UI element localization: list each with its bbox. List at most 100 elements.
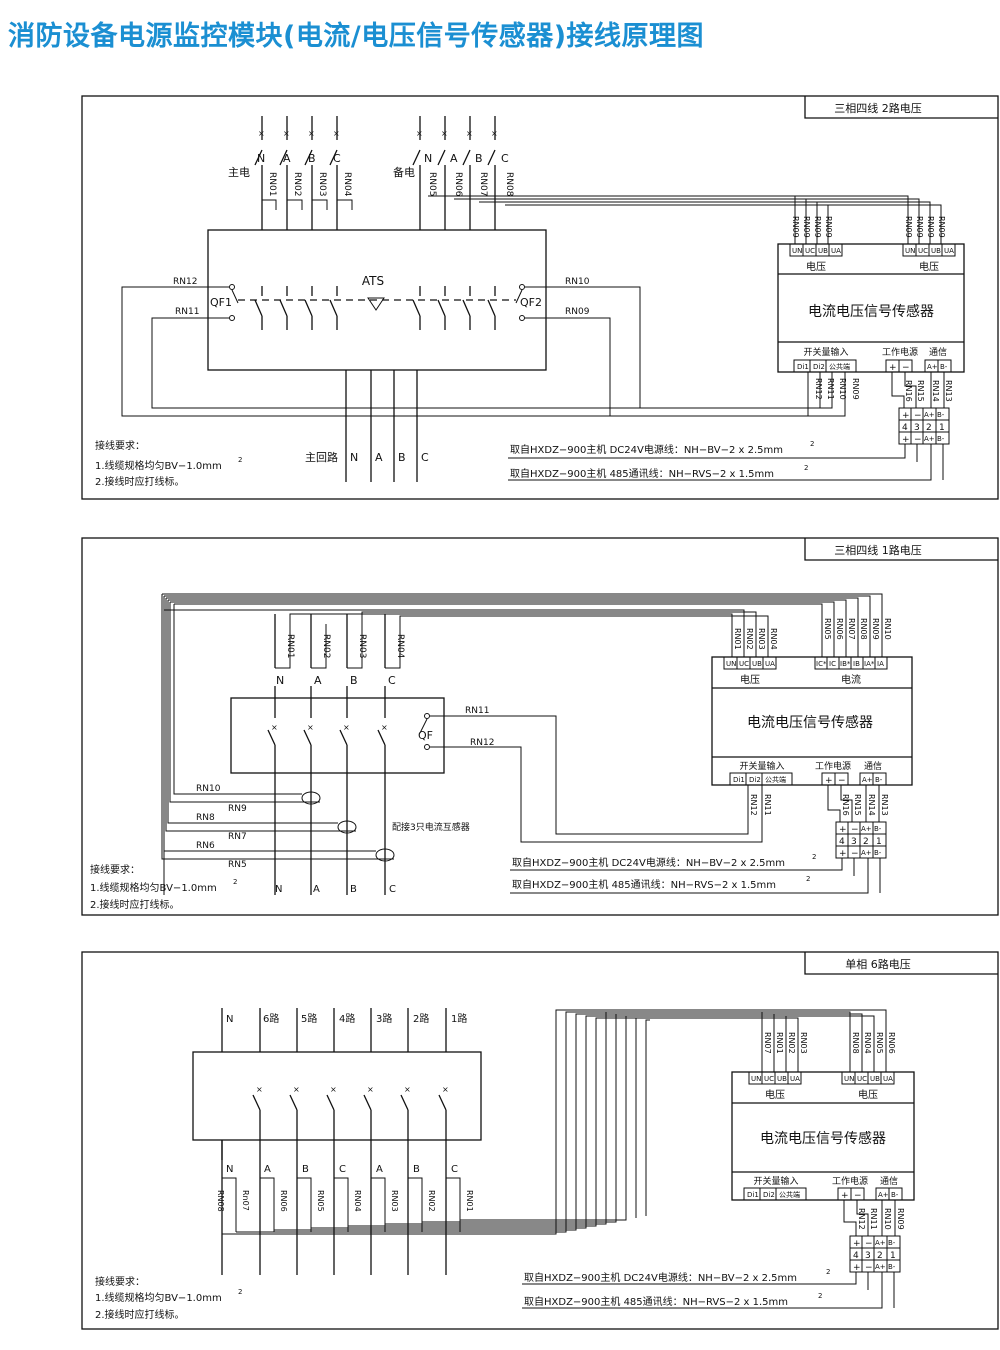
diagram-label: +	[853, 1239, 861, 1249]
diagram-label: RN01	[775, 1032, 784, 1054]
diagram-shape	[711, 656, 913, 786]
diagram-label: UC	[764, 1075, 774, 1083]
diagram-label: RN01	[285, 634, 295, 658]
wire-line	[163, 595, 871, 852]
diagram-label: RN10	[838, 378, 847, 400]
diagram-label: Di2	[813, 363, 825, 371]
wire-line	[161, 593, 883, 860]
wire-line	[915, 244, 943, 256]
wire-line	[274, 1013, 775, 1231]
diagram-label: RN10	[196, 784, 221, 794]
diagram-label: 开关量输入	[739, 760, 784, 772]
wire-line	[274, 773, 386, 895]
diagram-label: B-	[937, 411, 945, 419]
diagram-label: −	[914, 435, 922, 445]
diagram-label: 1.线缆规格均匀BV−1.0mm	[95, 459, 222, 472]
wire-line	[843, 1200, 896, 1236]
diagram-label: 1	[876, 837, 882, 847]
terminal-block-3: + − A+ B- 4 3 2 1 + − A+ B-	[849, 1235, 901, 1273]
diagram-label: 取自HXDZ−900主机 DC24V电源线：NH−BV−2 x 2.5mm	[524, 1271, 797, 1284]
diagram-label: UN	[792, 247, 802, 255]
diagram-label: B-	[888, 1239, 896, 1247]
diagram-label: RN02	[427, 1190, 436, 1212]
wire-line	[645, 1019, 650, 1216]
wire-line	[731, 626, 883, 657]
diagram-label: B	[350, 674, 358, 687]
wire-line	[804, 96, 998, 119]
diagram-label: A	[375, 451, 383, 464]
diagram-label: −	[902, 363, 910, 373]
wire-line	[437, 116, 446, 230]
diagram-label: B-	[874, 849, 882, 857]
wire-line	[419, 718, 428, 734]
diagram-label: RN10	[883, 1208, 892, 1230]
diagram-label: 4路	[339, 1012, 355, 1025]
wire-line	[745, 773, 763, 785]
diagram-label: UN	[905, 247, 915, 255]
diagram-label: ×	[441, 129, 448, 138]
diagram-2way-voltage: 三相四线 2路电压 × × × × 主电 N A B C RN01 RN02 R…	[81, 95, 999, 500]
wire-line	[304, 286, 313, 330]
diagram-label: UB	[931, 247, 941, 255]
diagram-label: ×	[442, 1085, 449, 1094]
diagram-label: ×	[381, 723, 388, 732]
diagram-label: QF	[418, 729, 433, 742]
wire-line	[437, 286, 446, 330]
diagram-label: RN05	[316, 1190, 325, 1212]
diagram-label: RN12	[749, 794, 758, 816]
diagram-shape	[375, 848, 395, 862]
diagram-label: RN03	[390, 1190, 399, 1212]
wire-line	[422, 1013, 863, 1223]
diagram-label: N	[275, 884, 282, 895]
diagram-label: ×	[271, 723, 278, 732]
diagram-label: RN08	[851, 1032, 860, 1054]
wire-line	[487, 116, 496, 230]
wire-line	[778, 273, 964, 343]
diagram-label: 取自HXDZ−900主机 485通讯线：NH−RVS−2 x 1.5mm	[512, 878, 776, 891]
diagram-label: RN08	[504, 172, 514, 197]
wire-line	[348, 1017, 799, 1227]
diagram-label: 通信	[880, 1175, 898, 1187]
diagram-label: N	[276, 674, 284, 687]
wire-line	[515, 289, 523, 304]
diagram-label: A+	[862, 776, 873, 784]
wire-line	[817, 201, 931, 215]
diagram-label: RN9	[228, 804, 247, 814]
diagram-label: UA	[765, 660, 775, 668]
wire-line	[173, 603, 823, 795]
wire-line	[460, 1015, 875, 1221]
diagram-label: RN03	[757, 628, 766, 650]
wire-line	[151, 317, 821, 409]
diagram-label: Rn07	[241, 1190, 250, 1211]
diagram-shape	[424, 744, 430, 750]
diagram-label: RN13	[944, 380, 953, 402]
diagram-label: C	[333, 152, 341, 165]
diagram-label: RN5	[228, 860, 247, 870]
wire-line	[279, 116, 288, 230]
diagram-label: RN12	[857, 1208, 866, 1230]
diagram-label: 4	[839, 837, 845, 847]
diagram-label: 配接3只电流互感器	[392, 821, 470, 833]
diagram-label: 2	[826, 1268, 830, 1276]
wire-line	[522, 1272, 895, 1309]
diagram-label: RN02	[292, 172, 302, 196]
wire-line	[826, 657, 876, 669]
diagram-label: +	[853, 1263, 861, 1273]
wire-line	[736, 657, 764, 669]
diagram-label: RN15	[916, 380, 925, 402]
diagram-label: B-	[888, 1263, 896, 1271]
diagram-label: RN03	[357, 634, 367, 658]
wire-line	[412, 116, 421, 230]
diagram-label: RN16	[841, 794, 850, 816]
diagram-label: ×	[283, 129, 290, 138]
diagram-label: ×	[333, 129, 340, 138]
diagram-label: UB	[870, 1075, 880, 1083]
diagram-shape	[731, 1071, 915, 1201]
diagram-label: +	[841, 1191, 849, 1201]
diagram-label: Di2	[763, 1191, 775, 1199]
diagram-label: 公共端	[779, 1190, 800, 1199]
diagram-shape	[519, 284, 525, 290]
terminal-block-2: + − A+ B- 4 3 2 1 + − A+ B-	[835, 821, 887, 859]
diagram-label: RN09	[851, 378, 860, 400]
